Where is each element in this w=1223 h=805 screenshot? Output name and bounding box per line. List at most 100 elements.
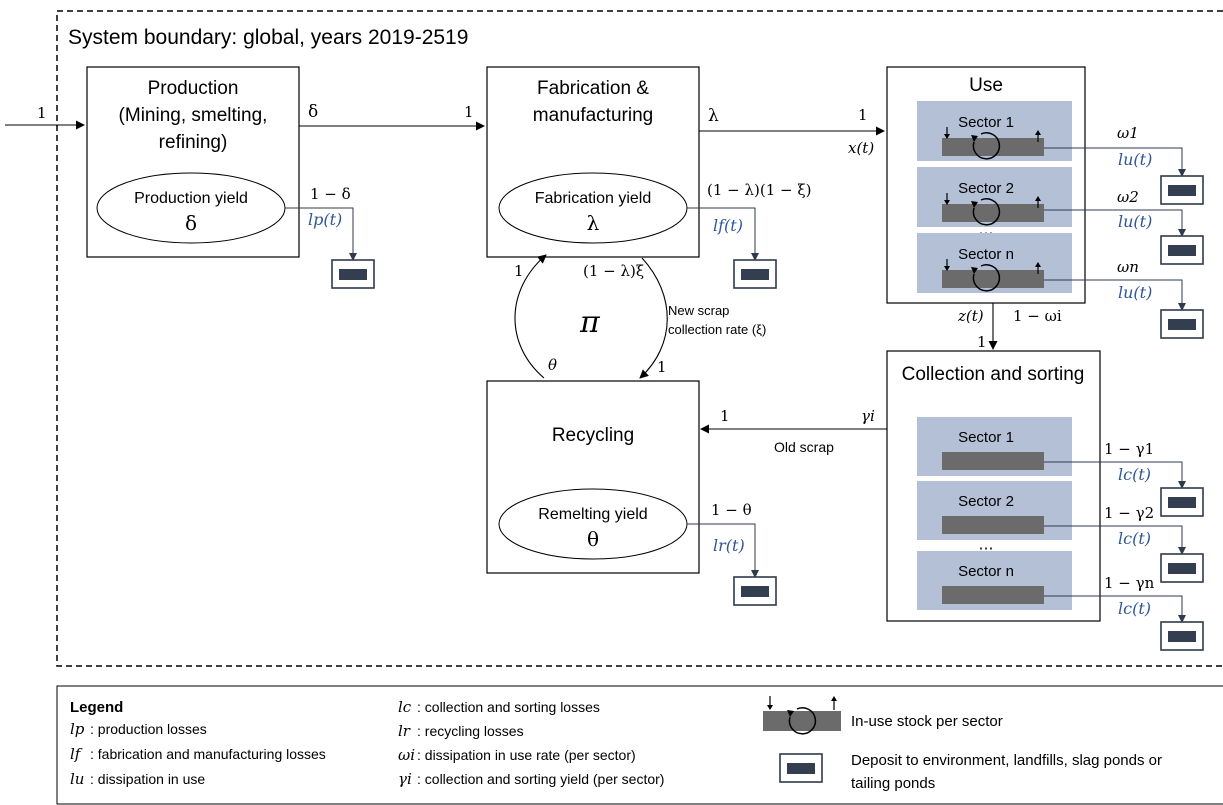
fabrication-in-label: 1 [464,103,474,121]
recycling-box: Recycling Remelting yield θ [486,380,700,574]
use-sector-1-name: Sector 1 [958,114,1014,131]
use-loss-line-n [1044,279,1186,311]
production-title-3: refining) [159,132,228,153]
legend-text-lf: : fabrication and manufacturing losses [90,746,326,762]
production-loss-label: 1 − δ [310,185,351,203]
legend-title: Legend [70,699,123,716]
recycling-yield-label: Remelting yield [538,506,647,523]
legend-item-lc: lc : collection and sorting losses [398,698,600,716]
collection-sector-n-name: Sector n [958,563,1014,580]
fabrication-loss-label: (1 − λ)(1 − ξ) [707,181,811,199]
use-sector-n: Sector n [917,233,1072,293]
use-sector-n-name: Sector n [958,246,1014,263]
production-box: Production (Mining, smelting, refining) … [86,66,300,258]
production-loss-line [285,207,357,261]
fabrication-yield-symbol: λ [587,211,600,235]
legend-sym-gamma: γi [398,770,412,788]
legend-sym-lp: lp [70,720,85,738]
legend-item-lr: lr : recycling losses [398,722,524,740]
recycling-loss-fn: lr(t) [713,536,745,555]
collection-sector-1: Sector 1 [917,417,1072,476]
legend-deposit-icon [779,753,823,783]
fabrication-scrap-label: (1 − λ)ξ [583,262,644,280]
collection-deposit-icon-n [1160,621,1204,651]
use-loss-fn-2: lu(t) [1118,212,1152,231]
collection-in-label: 1 [977,333,987,351]
use-deposit-icon-n [1160,309,1204,339]
collection-loss-line-n [1044,595,1186,623]
legend-text-omega: : dissipation in use rate (per sector) [417,747,636,763]
recycling-title: Recycling [552,425,634,446]
production-title-2: (Mining, smelting, [119,105,268,126]
legend-deposit-label-2: tailing ponds [851,775,935,792]
recycling-loss-label: 1 − θ [711,501,752,519]
input-label: 1 [37,104,47,122]
collection-loss-label-n: 1 − γn [1104,574,1155,592]
legend-stock-label: In-use stock per sector [851,713,1003,730]
legend-sym-lc: lc [398,698,412,716]
collection-sector-n: Sector n [917,551,1072,610]
collection-sector-1-name: Sector 1 [958,429,1014,446]
use-omega-2: ω2 [1117,188,1139,206]
recycling-deposit-icon [733,576,777,606]
recycling-loss-line [687,523,759,578]
collection-loss-fn-1: lc(t) [1118,465,1151,484]
legend-text-lr: : recycling losses [417,723,524,739]
legend-text-gamma: : collection and sorting yield (per sect… [417,771,664,787]
use-loss-fn-n: lu(t) [1118,283,1152,302]
use-loss-fn-1: lu(t) [1118,150,1152,169]
collection-title: Collection and sorting [902,364,1085,385]
legend-sym-lr: lr [398,722,411,740]
new-scrap-label-2: collection rate (ξ) [668,322,766,337]
collection-sector-2-name: Sector 2 [958,493,1014,510]
recycling-loop-in-label: 1 [657,358,667,376]
collection-sector-2: Sector 2 [917,481,1072,540]
collection-deposit-icon-1 [1160,487,1204,517]
collection-loss-fn-2: lc(t) [1118,529,1151,548]
collection-loss-label-1: 1 − γ1 [1104,440,1154,458]
use-sector-1: Sector 1 [917,101,1072,161]
collection-deposit-icon-2 [1160,553,1204,583]
use-loss-line-2 [1044,209,1186,237]
use-deposit-icon-2 [1160,235,1204,265]
fabrication-title-2: manufacturing [533,105,653,126]
fabrication-out-label: λ [708,106,719,126]
system-boundary [56,10,1223,667]
boundary-label: System boundary: global, years 2019-2519 [68,26,468,49]
use-sector-2-name: Sector 2 [958,180,1014,197]
collection-loss-line-1 [1044,461,1186,489]
legend-item-omega: ωi : dissipation in use rate (per sector… [398,746,636,764]
legend-text-lu: : dissipation in use [90,771,205,787]
production-out-label: δ [308,102,318,122]
legend-text-lc: : collection and sorting losses [417,699,600,715]
use-loss-line-1 [1044,147,1186,177]
production-yield-label: Production yield [134,190,248,207]
fabrication-deposit-icon [733,259,777,289]
use-out-fn: z(t) [957,307,984,325]
production-title-1: Production [148,78,239,99]
use-sector-2: Sector 2 [917,167,1072,227]
fabrication-box: Fabrication & manufacturing Fabrication … [486,66,700,258]
old-scrap-label: Old scrap [774,439,834,455]
fabrication-title-1: Fabrication & [537,78,649,99]
use-omega-1: ω1 [1117,124,1139,142]
collection-loss-fn-n: lc(t) [1118,599,1151,618]
use-out-label: 1 − ωi [1013,307,1062,325]
collection-loss-label-2: 1 − γ2 [1104,504,1154,522]
use-omega-n: ωn [1117,258,1139,276]
recycling-to-fabrication-arrow [514,254,547,379]
collection-loss-line-2 [1044,525,1186,555]
fabrication-loss-fn: lf(t) [713,216,743,235]
legend-stock-icon [763,696,841,735]
use-in-fn: x(t) [848,139,874,157]
legend-item-lp: lp : production losses [70,720,207,738]
use-deposit-icon-1 [1160,175,1204,205]
theta-label: θ [548,356,557,374]
use-in-label: 1 [858,106,868,124]
fabrication-yield-label: Fabrication yield [535,190,652,207]
legend-deposit-label-1: Deposit to environment, landfills, slag … [851,752,1162,769]
fabrication-loss-line [687,207,759,261]
collection-gamma: γi [861,407,875,425]
production-deposit-icon [331,259,375,289]
